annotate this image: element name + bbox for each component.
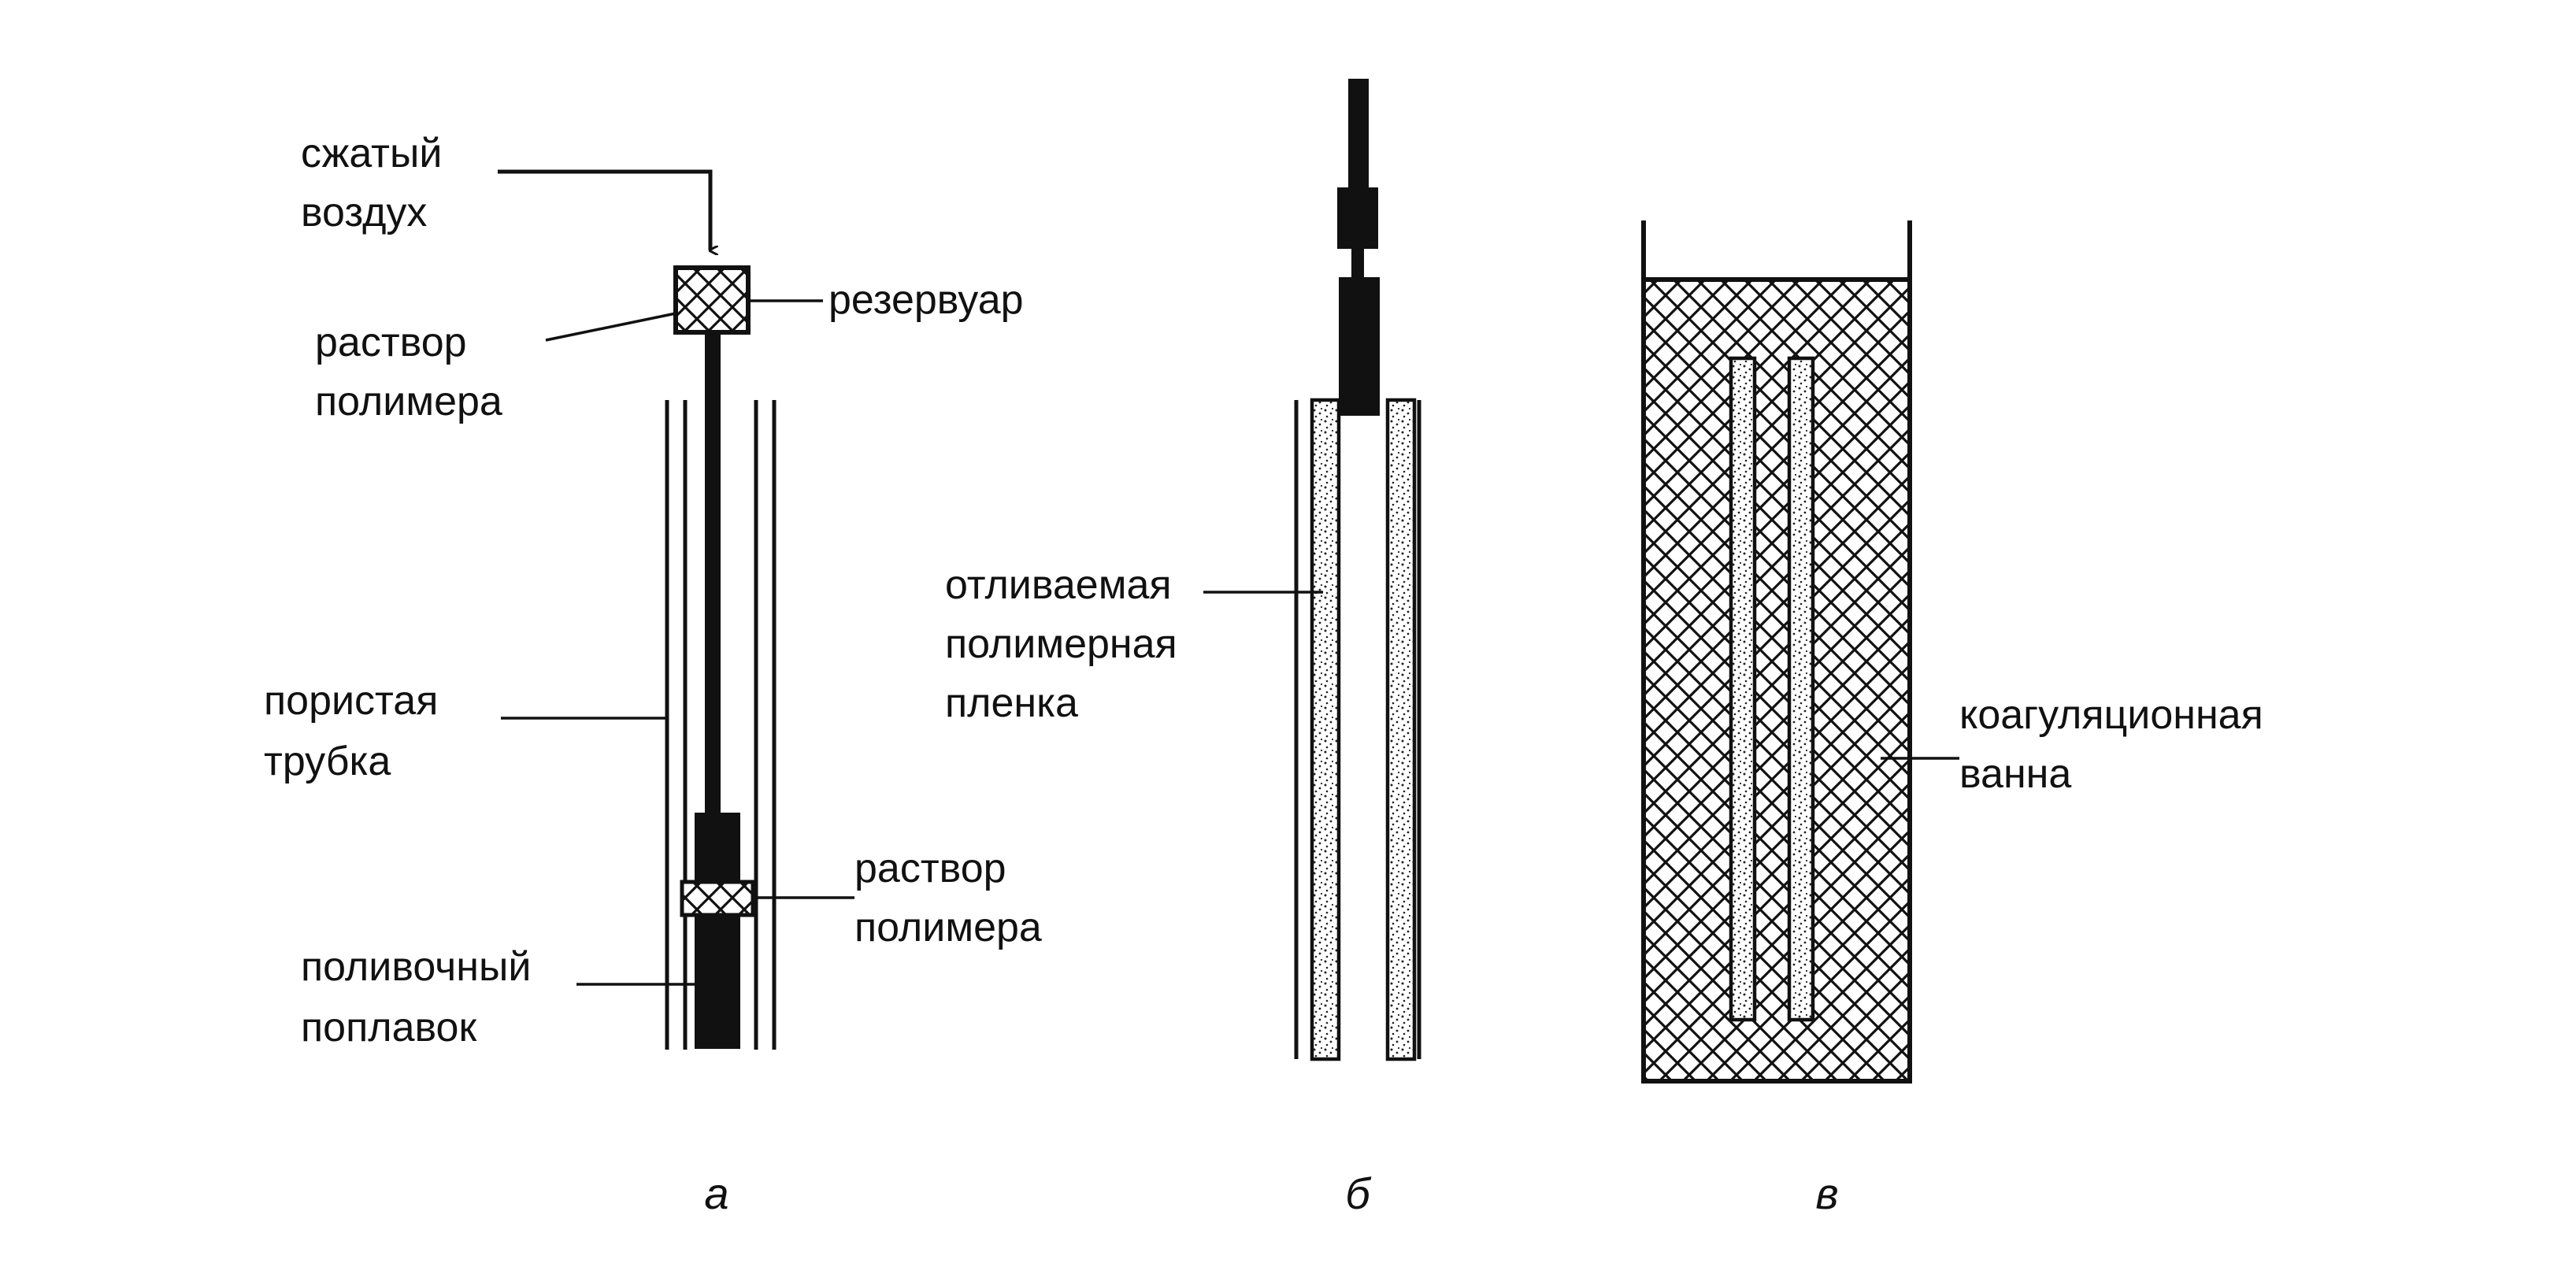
solution-ring — [680, 880, 755, 917]
reservoir — [673, 265, 751, 335]
porous-tube — [665, 400, 777, 1050]
polymer-solution-label-bottom: раствор полимера — [854, 846, 1042, 950]
compressed-air-line — [498, 169, 710, 250]
panel-b: отливаемая полимерная пленка б — [945, 79, 1421, 1218]
reservoir-label: резервуар — [828, 277, 1024, 323]
bath-vessel — [1641, 220, 1912, 280]
polymer-solution-label-top: раствор полимера — [315, 320, 502, 424]
coagulation-bath — [1641, 277, 1912, 1084]
casting-float — [695, 813, 740, 1049]
panel-letter-b: б — [1345, 1169, 1372, 1218]
panel-c: коагуляционная ванна в — [1641, 220, 2274, 1218]
cast-film-label: отливаемая полимерная пленка — [945, 562, 1188, 726]
compressed-air-label: сжатый воздух — [301, 131, 454, 235]
leader-lines-a — [501, 299, 854, 986]
float-assembly-b — [1337, 79, 1380, 416]
panel-letter-a: а — [704, 1169, 728, 1218]
panel-a: сжатый воздух резервуар раствор полимера… — [264, 131, 1042, 1218]
panel-letter-c: в — [1815, 1169, 1838, 1218]
immersed-film-right — [1787, 356, 1815, 1022]
immersed-film-left — [1729, 356, 1757, 1022]
tube-walls-b — [1294, 400, 1421, 1059]
cast-film-left — [1310, 398, 1341, 1061]
coagulation-bath-label: коагуляционная ванна — [1959, 692, 2274, 797]
porous-tube-label: пористая трубка — [264, 678, 450, 784]
casting-float-label: поливочный поплавок — [301, 944, 543, 1050]
cast-film-right — [1385, 398, 1417, 1061]
feed-rod — [705, 332, 721, 814]
